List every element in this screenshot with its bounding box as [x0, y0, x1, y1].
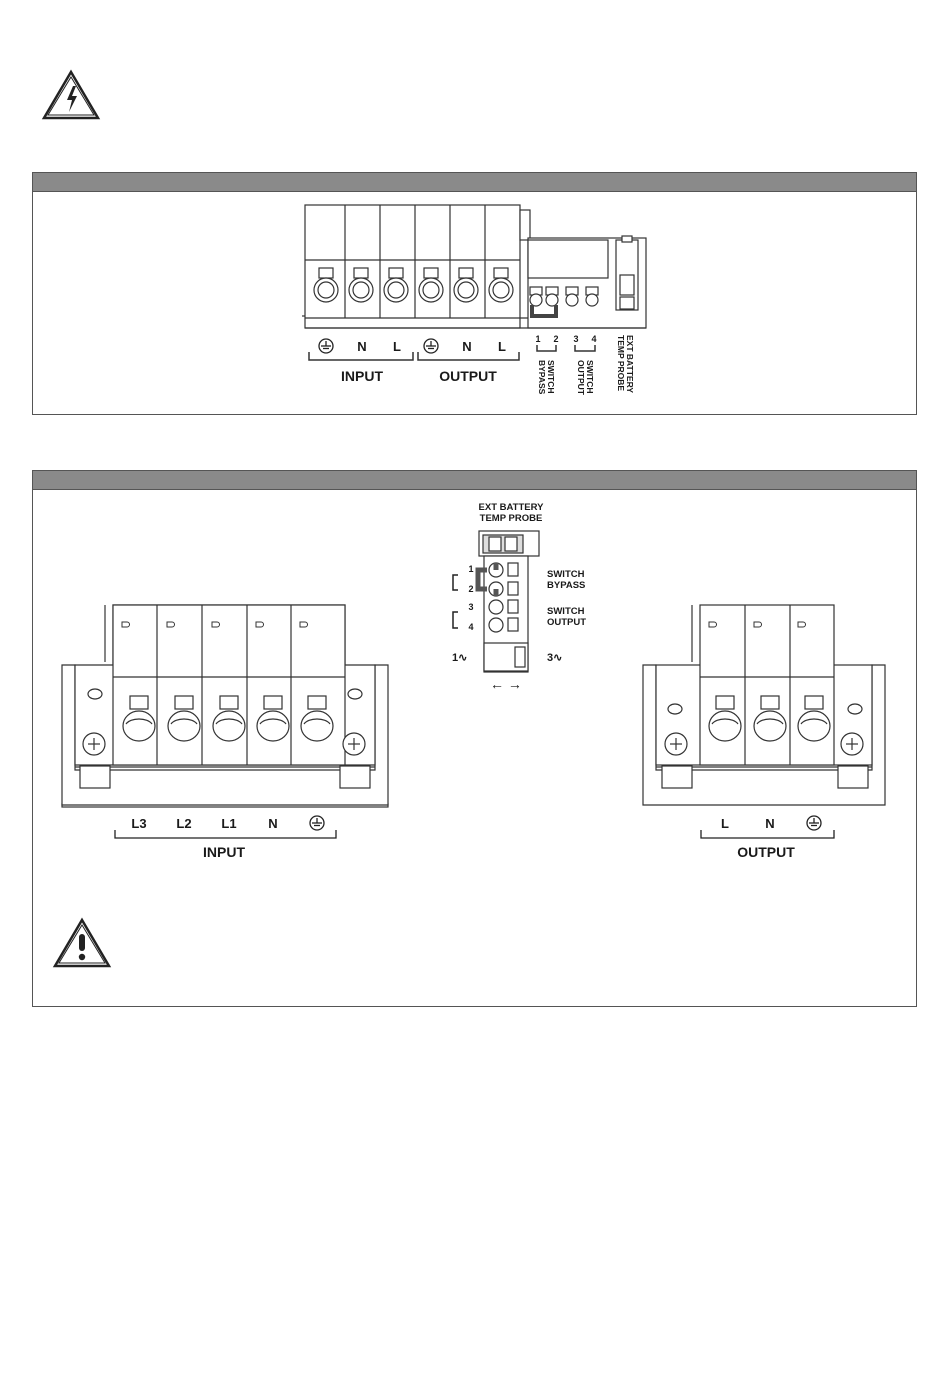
- bottom-input-l3: L3: [131, 816, 146, 831]
- bottom-ext-battery-line2: TEMP PROBE: [480, 513, 543, 524]
- bottom-switch-bypass-line2: BYPASS: [547, 580, 585, 591]
- bottom-pin-3: 3: [468, 602, 473, 612]
- bottom-switch-output-line1: SWITCH: [547, 606, 585, 617]
- general-warning-icon: [55, 920, 109, 966]
- bottom-phase-left: 1∿: [452, 652, 467, 664]
- bottom-output-label: OUTPUT: [737, 844, 795, 860]
- bottom-output-l: L: [721, 816, 729, 831]
- bottom-input-label: INPUT: [203, 844, 245, 860]
- bottom-pin-2: 2: [468, 584, 473, 594]
- bottom-ext-battery-line1: EXT BATTERY: [479, 502, 545, 513]
- bottom-input-l1: L1: [221, 816, 236, 831]
- bottom-pin-1: 1: [468, 564, 473, 574]
- bottom-pin-4: 4: [468, 622, 473, 632]
- bottom-switch-output-line2: OUTPUT: [547, 617, 586, 628]
- bottom-phase-right: 3∿: [547, 652, 562, 664]
- bottom-input-n: N: [268, 816, 277, 831]
- bottom-input-l2: L2: [176, 816, 191, 831]
- bottom-switch-bypass-line1: SWITCH: [547, 569, 585, 580]
- bottom-output-n: N: [765, 816, 774, 831]
- bottom-slide-arrows: ← →: [490, 676, 522, 692]
